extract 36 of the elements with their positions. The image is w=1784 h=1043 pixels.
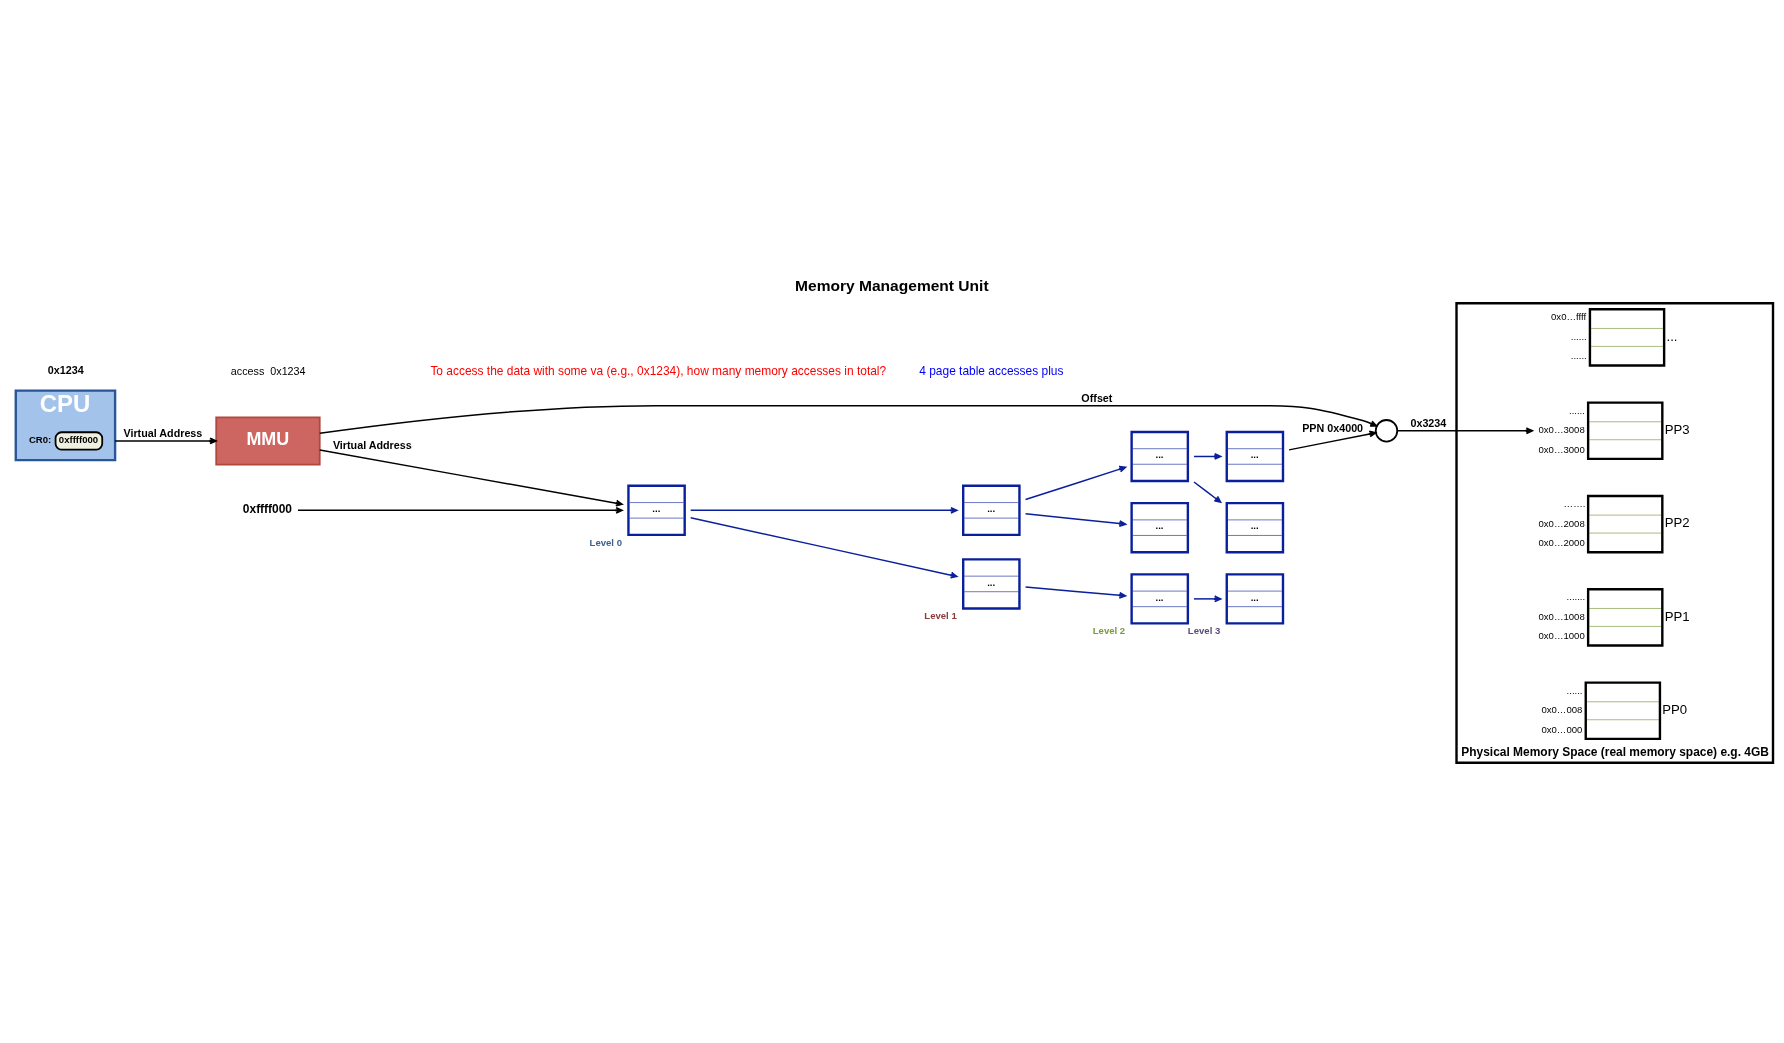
label: access 0x1234 xyxy=(230,364,306,377)
node-label: Level 3 xyxy=(1187,624,1221,636)
edge-label: 0x3234 xyxy=(1410,416,1447,429)
node-label: 0x0…2000 xyxy=(1538,536,1585,548)
edge-label: Offset xyxy=(1081,391,1113,404)
node-label: 0x0…ffff xyxy=(1551,310,1587,322)
label: 4 page table accesses plus xyxy=(919,363,1064,378)
node-label: Level 1 xyxy=(924,609,957,621)
node-label: ……. xyxy=(1563,497,1586,509)
node-label: ... xyxy=(1666,328,1678,344)
edge-label: PPN 0x4000 xyxy=(1302,421,1364,434)
node-label: 0x0…1008 xyxy=(1538,610,1585,622)
node-label: PP1 xyxy=(1664,608,1690,624)
node-label: 0x0…008 xyxy=(1541,703,1583,715)
node-label: 0x0…000 xyxy=(1541,723,1583,735)
node-label: CR0: xyxy=(28,433,52,445)
node-label: 0x0…3008 xyxy=(1538,423,1585,435)
node-label: ...... xyxy=(1566,684,1583,696)
node-text: 0xffff000 xyxy=(242,501,292,516)
node-label: ....... xyxy=(1566,590,1586,602)
node-label: ...... xyxy=(1570,349,1587,361)
node-label: ...... xyxy=(1570,330,1587,342)
diagram-title: Memory Management Unit xyxy=(795,276,989,294)
node-label: ...... xyxy=(1568,404,1585,416)
node-label: 0x0…3000 xyxy=(1538,443,1585,455)
edge-label: Virtual Address xyxy=(123,426,203,439)
edge-label: Virtual Address xyxy=(332,438,412,451)
node-label: PP2 xyxy=(1664,514,1690,530)
label: 0x1234 xyxy=(47,363,84,376)
node-label: PP3 xyxy=(1664,421,1690,437)
node-label: PP0 xyxy=(1662,701,1688,717)
node-label: Level 0 xyxy=(589,536,622,548)
node-label: 0x0…1000 xyxy=(1538,629,1585,641)
node-label: 0x0…2008 xyxy=(1538,517,1585,529)
node-label: Level 2 xyxy=(1092,624,1126,636)
label: To access the data with some va (e.g., 0x1234), how many memory accesses in total? xyxy=(430,363,887,378)
